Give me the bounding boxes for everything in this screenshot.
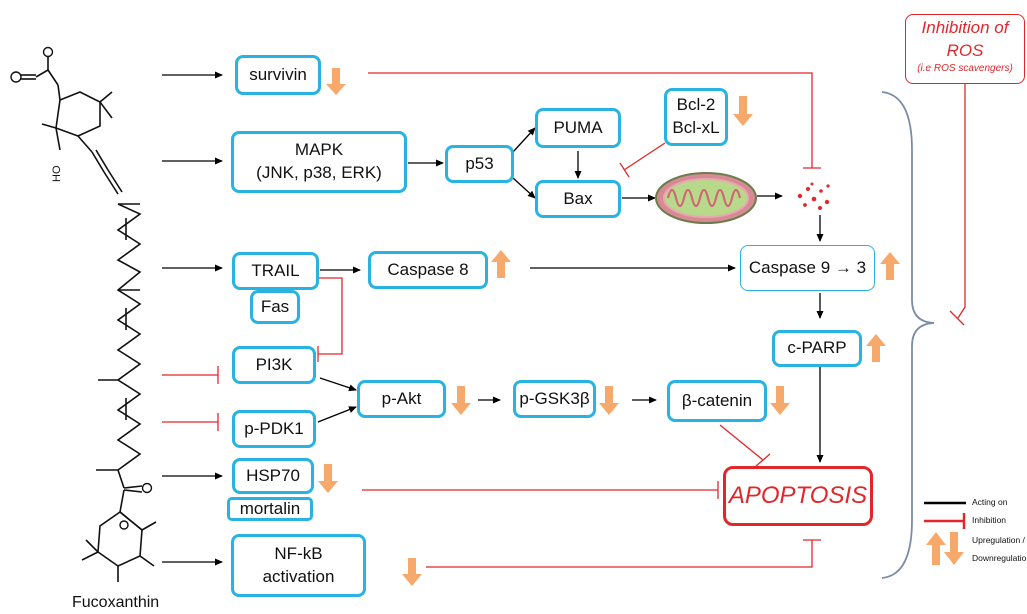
fucoxanthin-structure [20,56,157,582]
ho-group-label: HO [51,165,63,182]
nfkb-sub-label: activation [262,566,335,586]
regulation-arrows [318,68,900,586]
gsk3b-down-arrow [599,386,619,415]
mitochondrion-icon [655,172,757,224]
apoptosis-label: APOPTOSIS [728,481,868,509]
bcl-down-arrow [733,96,753,126]
akt-label: p-Akt [381,388,422,408]
bclxl-label: Bcl-xL [672,118,720,137]
pdk1-label: p-PDK1 [244,418,304,438]
outcome-brace [881,91,935,579]
caspase8-node: Caspase 8 [368,251,488,289]
trail-label: TRAIL [251,260,300,280]
ros-title-line1: Inhibition of [921,18,1009,37]
mapk-node: MAPK (JNK, p38, ERK) [231,131,407,193]
hsp70-down-arrow [318,464,338,493]
legend-acting-on: Acting on [972,497,1008,507]
apoptosis-node: APOPTOSIS [723,466,873,526]
node-activation-arrows [317,127,824,463]
gsk3b-label: p-GSK3β [519,388,590,408]
pdk1-node: p-PDK1 [232,410,316,448]
nfkb-label: NF-kB [274,543,323,563]
p53-label: p53 [465,153,494,173]
akt-node: p-Akt [357,380,446,418]
legend-downregulation: Downregulatio [972,553,1027,563]
survivin-node: survivin [235,55,321,95]
hsp70-node: HSP70 [232,458,314,494]
fas-node: Fas [250,290,300,324]
bax-label: Bax [563,188,593,208]
p53-node: p53 [445,145,514,183]
molecule-activation-arrows [162,71,223,566]
mortalin-node: mortalin [227,497,313,521]
caspase8-label: Caspase 8 [387,259,469,279]
bcatenin-label: β-catenin [681,390,753,410]
caspase8-up-arrow [491,250,511,278]
fas-label: Fas [260,296,290,316]
pi3k-node: PI3K [232,346,316,384]
ros-title-line2: ROS [946,41,984,60]
trail-node: TRAIL [232,252,319,290]
cparp-label: c-PARP [787,338,847,358]
bax-node: Bax [535,180,621,218]
legend-upregulation: Upregulation / [972,535,1025,545]
pi3k-label: PI3K [255,354,293,374]
mapk-label: MAPK [294,140,344,160]
molecule-inhibition-arrows [162,366,219,431]
cparp-up-arrow [866,334,886,362]
legend-symbols [924,501,966,565]
bcl2-label: Bcl-2 [676,95,716,115]
caspase93-label: Caspase 9 → 3 [748,257,867,277]
nfkb-node: NF-kB activation [231,534,366,597]
nfkb-down-arrow [402,558,422,586]
survivin-label: survivin [249,64,307,84]
mapk-sub-label: (JNK, p38, ERK) [256,163,382,182]
hsp70-label: HSP70 [246,465,300,485]
bcatenin-node: β-catenin [667,380,767,422]
puma-label: PUMA [553,117,603,137]
puma-node: PUMA [535,108,621,148]
legend-inhibition: Inhibition [972,515,1007,525]
akt-down-arrow [451,386,471,415]
ros-subtitle: (i.e ROS scavengers) [917,63,1013,74]
caspase93-up-arrow [880,252,900,280]
oxygen-atoms [10,46,153,530]
gsk3b-node: p-GSK3β [513,380,596,418]
bcatenin-down-arrow [770,386,790,415]
mortalin-label: mortalin [239,498,301,518]
molecule-name: Fucoxanthin [72,594,160,611]
ros-inhibition-box: Inhibition of ROS (i.e ROS scavengers) [905,14,1025,84]
cparp-node: c-PARP [772,330,862,367]
bcl-node: Bcl-2 Bcl-xL [664,88,728,146]
caspase93-node: Caspase 9 → 3 [740,245,875,291]
survivin-down-arrow [326,68,346,95]
inhibition-connectors [317,72,966,568]
apoptotic-bodies-icon [797,182,830,210]
